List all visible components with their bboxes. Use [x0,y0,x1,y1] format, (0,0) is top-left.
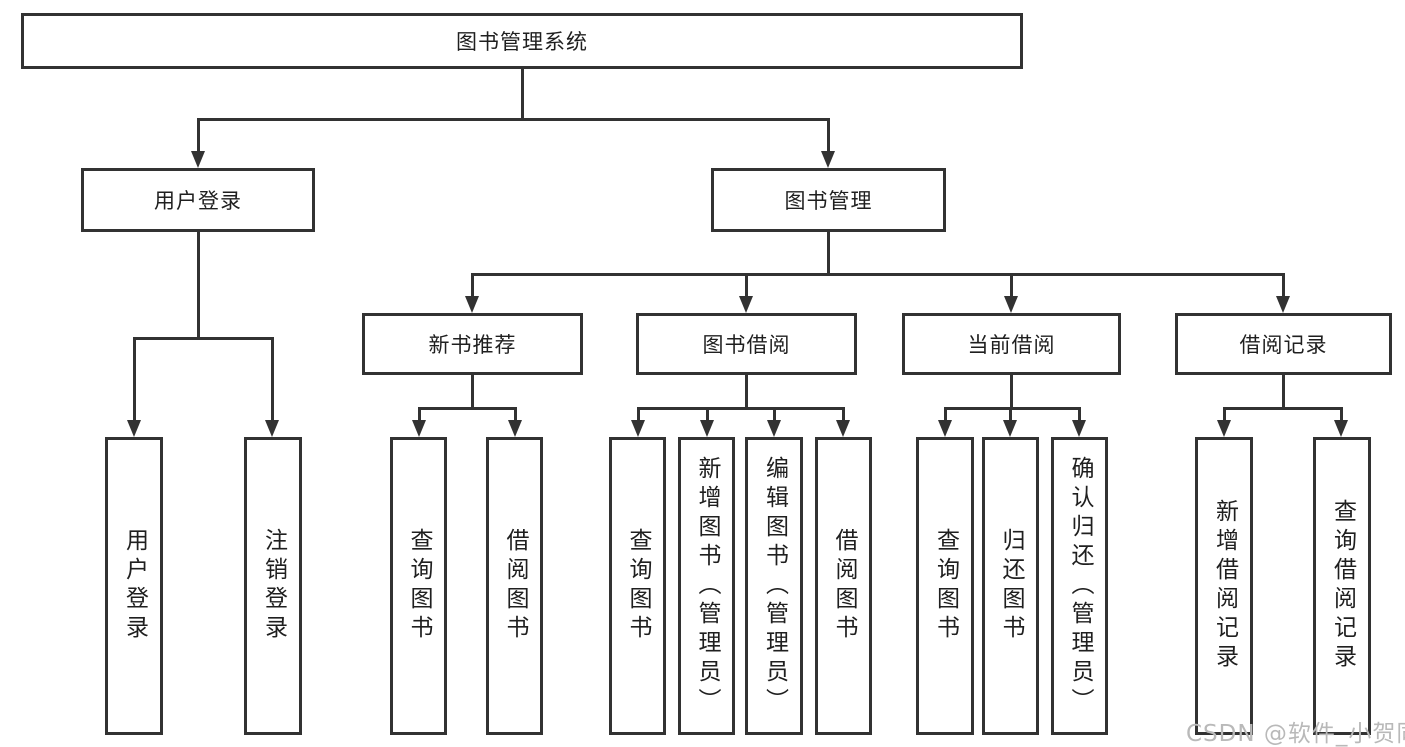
connector-to-book-borrow [745,273,748,296]
csdn-watermark: CSDN @软件_小贺同学 [1186,721,1405,747]
leaf-nb-query-books-label: 查询图书 [406,528,432,644]
node-new-books: 新书推荐 [362,313,583,375]
leaf-bb-edit-books-label: 编辑图书（管理员） [761,455,788,717]
connector-to-current-borrow [1010,273,1013,296]
connector-bb-leaf4 [842,407,845,420]
connector-book-borrow-rail [637,407,845,410]
arrowhead-bb-leaf3 [767,420,781,437]
connector-bb-leaf1 [637,407,640,420]
leaf-logout: 注销登录 [244,437,302,735]
connector-root-stem [521,69,524,118]
leaf-cb-confirm-return-label: 确认归还（管理员） [1067,455,1093,717]
connector-root-rail [197,118,830,121]
leaf-nb-borrow-books: 借阅图书 [486,437,543,735]
node-current-borrow-label: 当前借阅 [967,333,1056,357]
leaf-user-login-label: 用户登录 [121,528,148,644]
leaf-br-query-record-label: 查询借阅记录 [1329,499,1356,673]
connector-to-leaf-login [133,337,136,420]
leaf-bb-add-books: 新增图书（管理员） [678,437,735,735]
connector-to-new-books [471,273,474,296]
connector-current-borrow-stem [1010,375,1013,407]
connector-nb-leaf2 [514,407,517,420]
connector-to-user-login [197,118,200,152]
leaf-cb-query-books: 查询图书 [916,437,974,735]
node-borrow-records-label: 借阅记录 [1239,333,1328,357]
connector-bb-leaf2 [706,407,709,420]
connector-cb-leaf3 [1078,407,1081,420]
leaf-bb-borrow-books: 借阅图书 [815,437,872,735]
arrowhead-br-leaf2 [1334,420,1348,437]
connector-to-leaf-logout [271,337,274,420]
connector-cb-leaf1 [944,407,947,420]
leaf-br-query-record: 查询借阅记录 [1313,437,1371,735]
arrowhead-new-books [465,296,479,313]
connector-bb-leaf3 [773,407,776,420]
leaf-bb-borrow-books-label: 借阅图书 [831,528,857,644]
node-book-borrow-label: 图书借阅 [702,333,791,357]
node-book-borrow: 图书借阅 [636,313,857,375]
connector-nb-leaf1 [418,407,421,420]
leaf-user-login: 用户登录 [105,437,163,735]
connector-user-login-stem [197,232,200,337]
leaf-cb-query-books-label: 查询图书 [932,528,959,644]
leaf-cb-return-books: 归还图书 [982,437,1039,735]
arrowhead-leaf-logout [265,420,279,437]
leaf-cb-return-books-label: 归还图书 [998,528,1024,644]
node-current-borrow: 当前借阅 [902,313,1121,375]
connector-book-borrow-stem [745,375,748,407]
connector-new-books-rail [418,407,516,410]
arrowhead-bb-leaf4 [836,420,850,437]
leaf-bb-add-books-label: 新增图书（管理员） [694,455,720,717]
node-borrow-records: 借阅记录 [1175,313,1392,375]
arrowhead-user-login [191,151,205,168]
arrowhead-cb-leaf2 [1003,420,1017,437]
leaf-bb-query-books-label: 查询图书 [625,528,651,644]
leaf-bb-edit-books: 编辑图书（管理员） [745,437,803,735]
connector-cb-leaf2 [1009,407,1012,420]
node-book-mgmt: 图书管理 [711,168,946,232]
arrowhead-book-mgmt [821,151,835,168]
connector-borrow-records-rail [1223,407,1343,410]
arrowhead-nb-leaf2 [508,420,522,437]
leaf-cb-confirm-return: 确认归还（管理员） [1051,437,1108,735]
connector-book-mgmt-stem [827,232,830,273]
connector-to-book-mgmt [827,118,830,152]
arrowhead-bb-leaf2 [700,420,714,437]
connector-user-login-rail [133,337,273,340]
leaf-bb-query-books: 查询图书 [609,437,666,735]
leaf-logout-label: 注销登录 [260,528,287,644]
leaf-br-add-record-label: 新增借阅记录 [1211,499,1238,673]
node-new-books-label: 新书推荐 [428,333,517,357]
connector-current-borrow-rail [944,407,1081,410]
arrowhead-borrow-records [1276,296,1290,313]
arrowhead-bb-leaf1 [631,420,645,437]
node-user-login-label: 用户登录 [154,189,242,213]
connector-book-mgmt-rail [471,273,1284,276]
node-root: 图书管理系统 [21,13,1023,69]
arrowhead-leaf-login [127,420,141,437]
leaf-br-add-record: 新增借阅记录 [1195,437,1253,735]
node-root-label: 图书管理系统 [456,30,588,54]
connector-to-borrow-records [1282,273,1285,296]
arrowhead-cb-leaf1 [938,420,952,437]
node-book-mgmt-label: 图书管理 [784,189,873,213]
node-user-login: 用户登录 [81,168,315,232]
arrowhead-cb-leaf3 [1072,420,1086,437]
arrowhead-book-borrow [739,296,753,313]
connector-br-leaf2 [1340,407,1343,420]
arrowhead-nb-leaf1 [412,420,426,437]
leaf-nb-query-books: 查询图书 [390,437,447,735]
leaf-nb-borrow-books-label: 借阅图书 [502,528,528,644]
connector-borrow-records-stem [1282,375,1285,407]
connector-new-books-stem [471,375,474,407]
connector-br-leaf1 [1223,407,1226,420]
arrowhead-current-borrow [1004,296,1018,313]
arrowhead-br-leaf1 [1217,420,1231,437]
